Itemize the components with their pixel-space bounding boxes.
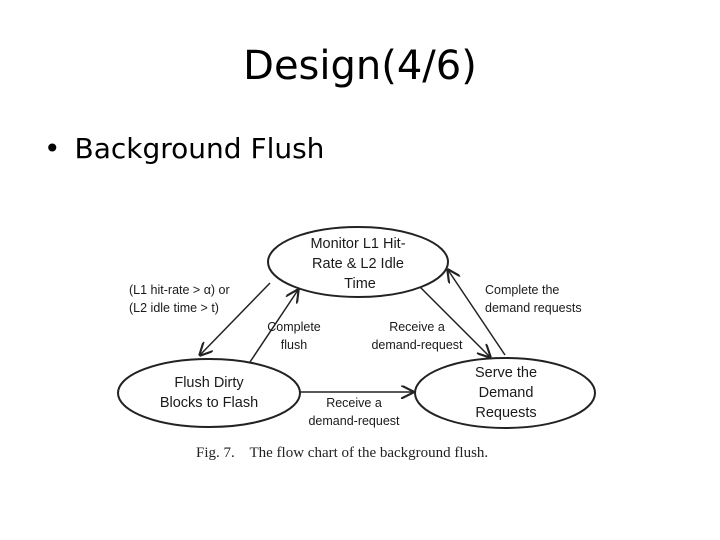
edge-label-complete-demand-line-1: Complete the xyxy=(485,283,559,297)
node-serve-line-2: Demand xyxy=(479,385,534,401)
node-flush-line-1: Flush Dirty xyxy=(174,375,244,391)
edge-label-receive-monitor-line-1: Receive a xyxy=(389,320,445,334)
bullet-text: Background Flush xyxy=(74,132,325,165)
node-flush-shape xyxy=(117,358,301,428)
node-serve: Serve the Demand Requests xyxy=(414,357,596,429)
edge-label-complete-flush-line-2: flush xyxy=(281,338,307,352)
edge-serve-to-monitor xyxy=(448,270,506,356)
edge-label-receive-flush-line-1: Receive a xyxy=(326,396,382,410)
node-monitor-line-2: Rate & L2 Idle xyxy=(312,256,404,272)
node-serve-line-1: Serve the xyxy=(475,365,537,381)
node-monitor-line-1: Monitor L1 Hit- xyxy=(310,236,405,252)
edge-monitor-to-flush xyxy=(200,282,271,355)
bullet-dot-icon: • xyxy=(44,132,61,165)
node-flush: Flush Dirty Blocks to Flash xyxy=(117,358,301,428)
figure-caption: Fig. 7. The flow chart of the background… xyxy=(196,445,488,461)
edge-monitor-to-serve xyxy=(419,286,490,357)
edge-label-condition-line-1: (L1 hit-rate > α) or xyxy=(129,283,230,297)
node-flush-line-2: Blocks to Flash xyxy=(160,395,258,411)
node-monitor-line-3: Time xyxy=(344,276,376,292)
edge-label-complete-flush-line-1: Complete xyxy=(267,320,321,334)
node-serve-line-3: Requests xyxy=(475,405,536,421)
node-serve-shape xyxy=(414,357,596,429)
node-monitor-shape xyxy=(267,226,449,298)
edge-flush-to-monitor xyxy=(249,290,298,363)
edge-label-complete-demand-line-2: demand requests xyxy=(485,301,582,315)
edge-label-receive-monitor-line-2: demand-request xyxy=(371,338,463,352)
bullet-item: • Background Flush xyxy=(44,132,324,166)
slide-title: Design(4/6) xyxy=(243,43,477,89)
edge-label-condition-line-2: (L2 idle time > t) xyxy=(129,301,219,315)
node-monitor: Monitor L1 Hit- Rate & L2 Idle Time xyxy=(267,226,449,298)
edge-label-receive-flush-line-2: demand-request xyxy=(308,414,400,428)
